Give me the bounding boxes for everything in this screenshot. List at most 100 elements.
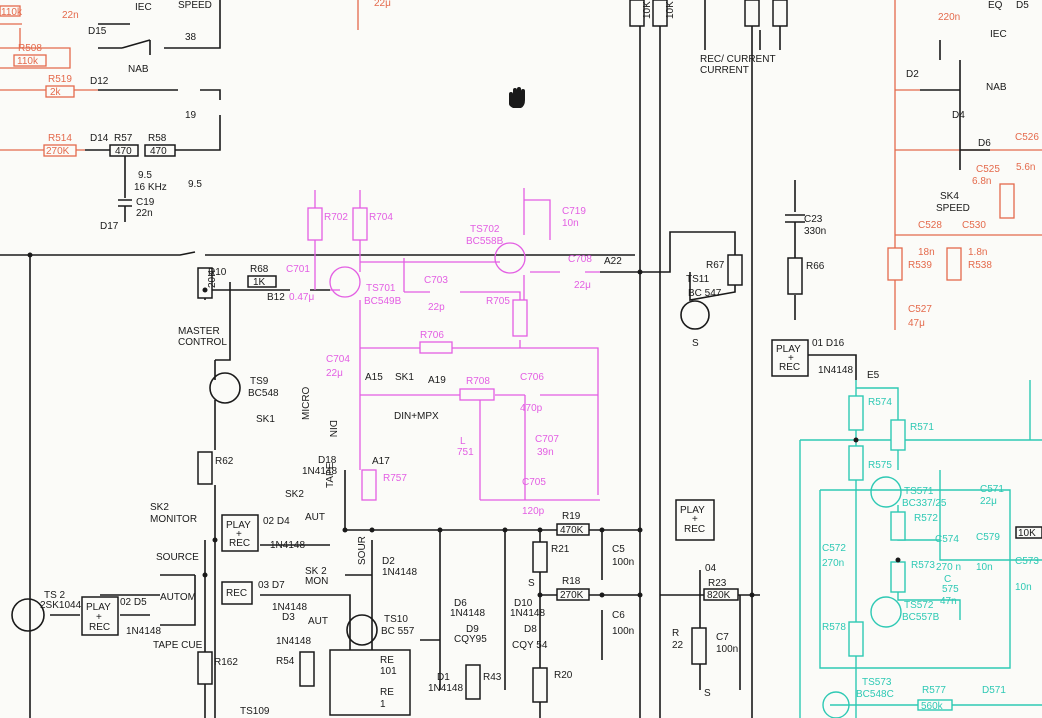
micro-label: MICRO [301, 386, 312, 420]
play-rec-a-rec: REC [229, 538, 250, 549]
r22-value: 22 [672, 640, 684, 651]
rec-c-label: REC [226, 588, 247, 599]
s-bottom-label: S [704, 688, 711, 699]
r577-label: R577 [922, 685, 946, 696]
play-rec-box-d [771, 339, 809, 377]
re101-num: 101 [380, 666, 397, 677]
r21-label: R21 [551, 544, 570, 555]
hand-cursor-icon [509, 87, 525, 108]
frequency-16khz-label: 16 KHz [134, 182, 167, 193]
c573-label: C573 [1015, 556, 1039, 567]
r702-label: R702 [324, 212, 348, 223]
ts573-type-label: BC548C [856, 689, 894, 700]
din-label: DIN [327, 420, 338, 437]
ts572-label: TS572 [904, 600, 934, 611]
c701-label: C701 [286, 264, 310, 275]
c19-value: 22n [136, 208, 153, 219]
trim-9-5-label: 9.5 [138, 170, 152, 181]
d12-label: D12 [90, 76, 109, 87]
sk2-label: SK2 [285, 489, 304, 500]
r19-value: 470K [560, 525, 584, 536]
a17-label: A17 [372, 456, 390, 467]
ts701-label: TS701 [366, 283, 396, 294]
r571-label: R571 [910, 422, 934, 433]
d6-label: D6 [454, 598, 467, 609]
c708-label: C708 [568, 254, 592, 265]
ts701-transistor-symbol [329, 266, 361, 298]
r10-label: R10 [208, 267, 227, 278]
c23-label: C23 [804, 214, 823, 225]
ts702-type-label: BC558B [466, 236, 504, 247]
d9-label: D9 [466, 624, 479, 635]
play-rec-box-a [221, 514, 259, 552]
ts702-label: TS702 [470, 224, 500, 235]
d10-label: D10 [514, 598, 533, 609]
coil-l-label: L [460, 436, 466, 447]
c706-label: C706 [520, 372, 544, 383]
ts2-fet-stage: TS 2 2SK1044 PLAY + REC 02 D5 1N4148 R16… [11, 590, 238, 685]
d5-label: 02 D5 [120, 597, 147, 608]
ts11-label: TS11 [686, 274, 710, 285]
r10-value: 20K [207, 270, 218, 288]
main-wiring [0, 0, 781, 718]
c704-value: 22μ [326, 368, 343, 379]
c5-label: C5 [612, 544, 625, 555]
ts572-transistor-symbol [870, 596, 902, 628]
d8-label: D8 [524, 624, 537, 635]
play-rec-b-plus: + [96, 612, 102, 623]
r62-label: R62 [215, 456, 234, 467]
play-rec-output-stage: PLAY + REC 04 R23 820K R 22 C7 100n S [672, 499, 739, 699]
r577-value: 560k [921, 701, 944, 712]
sk2-monitor-sk2: SK2 [150, 502, 169, 513]
sk1-switch-label: SK1 [395, 372, 414, 383]
d2-label: D2 [382, 556, 395, 567]
a19-label: A19 [428, 375, 446, 386]
r18-label: R18 [562, 576, 581, 587]
d2-right-label: D2 [906, 69, 919, 80]
c-top-value: 22μ [374, 0, 391, 9]
ts11-transistor-symbol [680, 300, 710, 330]
r757-label: R757 [383, 473, 407, 484]
cyan-oscillator-section: PLAY + REC 01 D16 1N4148 E5 R574 R571 R5… [771, 338, 1042, 718]
d17-label: D17 [100, 221, 119, 232]
r68-value: 1K [253, 277, 266, 288]
sk4-label: SK4 [940, 191, 959, 202]
r519-label: R519 [48, 74, 72, 85]
r514-label: R514 [48, 133, 72, 144]
rec-box-c [221, 581, 253, 605]
speed-label-top: SPEED [178, 0, 212, 11]
r22-label: R [672, 628, 679, 639]
r162-label: R162 [214, 657, 238, 668]
r514-value: 270K [46, 146, 70, 157]
c5-value: 100n [612, 557, 634, 568]
c527-value: 47μ [908, 318, 925, 329]
red-equalizer-section-right: 220n EQ IEC D5 NAB D2 D4 D6 SK4 SPEED C5… [887, 0, 1042, 330]
c703-value: 22p [428, 302, 445, 313]
a15-label: A15 [365, 372, 383, 383]
play-rec-c-play: PLAY [680, 505, 705, 516]
d7-label: 03 D7 [258, 580, 285, 591]
ts571-type-label: BC337/25 [902, 498, 947, 509]
b12-label: B12 [267, 292, 285, 303]
aut-b-label: AUT [308, 616, 328, 627]
ts10-label: TS10 [384, 614, 408, 625]
tape-cue-label: TAPE CUE [153, 640, 203, 651]
r-top-red-value: 110k [1, 7, 23, 18]
c573-value: 10n [1015, 582, 1032, 593]
c575-value: 47n [940, 596, 957, 607]
c530-label: C530 [962, 220, 986, 231]
c572-label: C572 [822, 543, 846, 554]
r539-label: R539 [908, 260, 932, 271]
c528-value: 18n [918, 247, 935, 258]
d3-type-label: 1N4148 [276, 636, 311, 647]
d4-right-label: D4 [952, 110, 965, 121]
master-control-stage: 20K R10 1K R68 B12 MASTER CONTROL TS9 BC… [178, 264, 446, 500]
ts10-stage: REC 03 D7 1N4148 SK 2 MON SOUR AUT D3 1N… [221, 536, 634, 717]
nab-label-left: NAB [128, 64, 149, 75]
c575-c: C [944, 574, 951, 585]
node-04-label: 04 [705, 563, 717, 574]
rec-current-label: REC/ CURRENT [700, 54, 776, 65]
play-rec-c-rec: REC [684, 524, 705, 535]
sk2-monitor-label: MONITOR [150, 514, 197, 525]
r704-label: R704 [369, 212, 393, 223]
